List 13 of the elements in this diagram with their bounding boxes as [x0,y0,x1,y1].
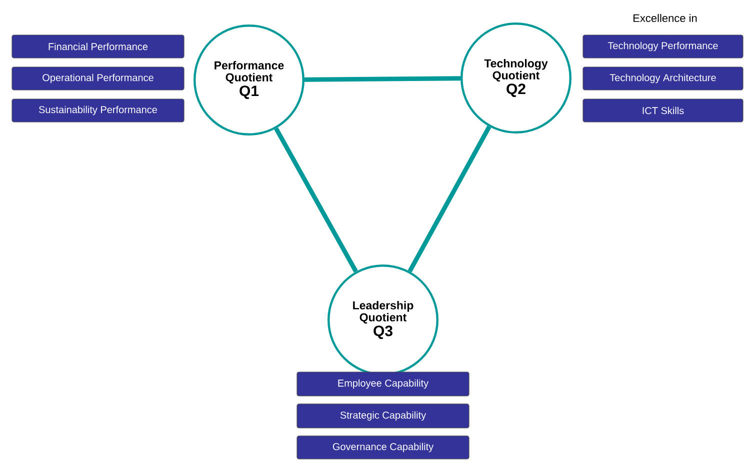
category-box: Strategic Capability [296,404,470,428]
connector-line [304,76,461,82]
category-box: Financial Performance [12,34,184,58]
category-box: Technology Architecture [582,66,744,90]
category-box: ICT Skills [582,98,744,122]
category-box: Governance Capability [296,436,470,460]
category-box: Operational Performance [12,66,184,90]
connector-line [408,126,492,272]
category-box: Sustainability Performance [12,98,184,122]
heading-text: Excellence in [634,14,697,22]
connector-line [274,127,358,273]
category-box: Employee Capability [296,372,470,396]
category-box: Technology Performance [582,34,744,58]
